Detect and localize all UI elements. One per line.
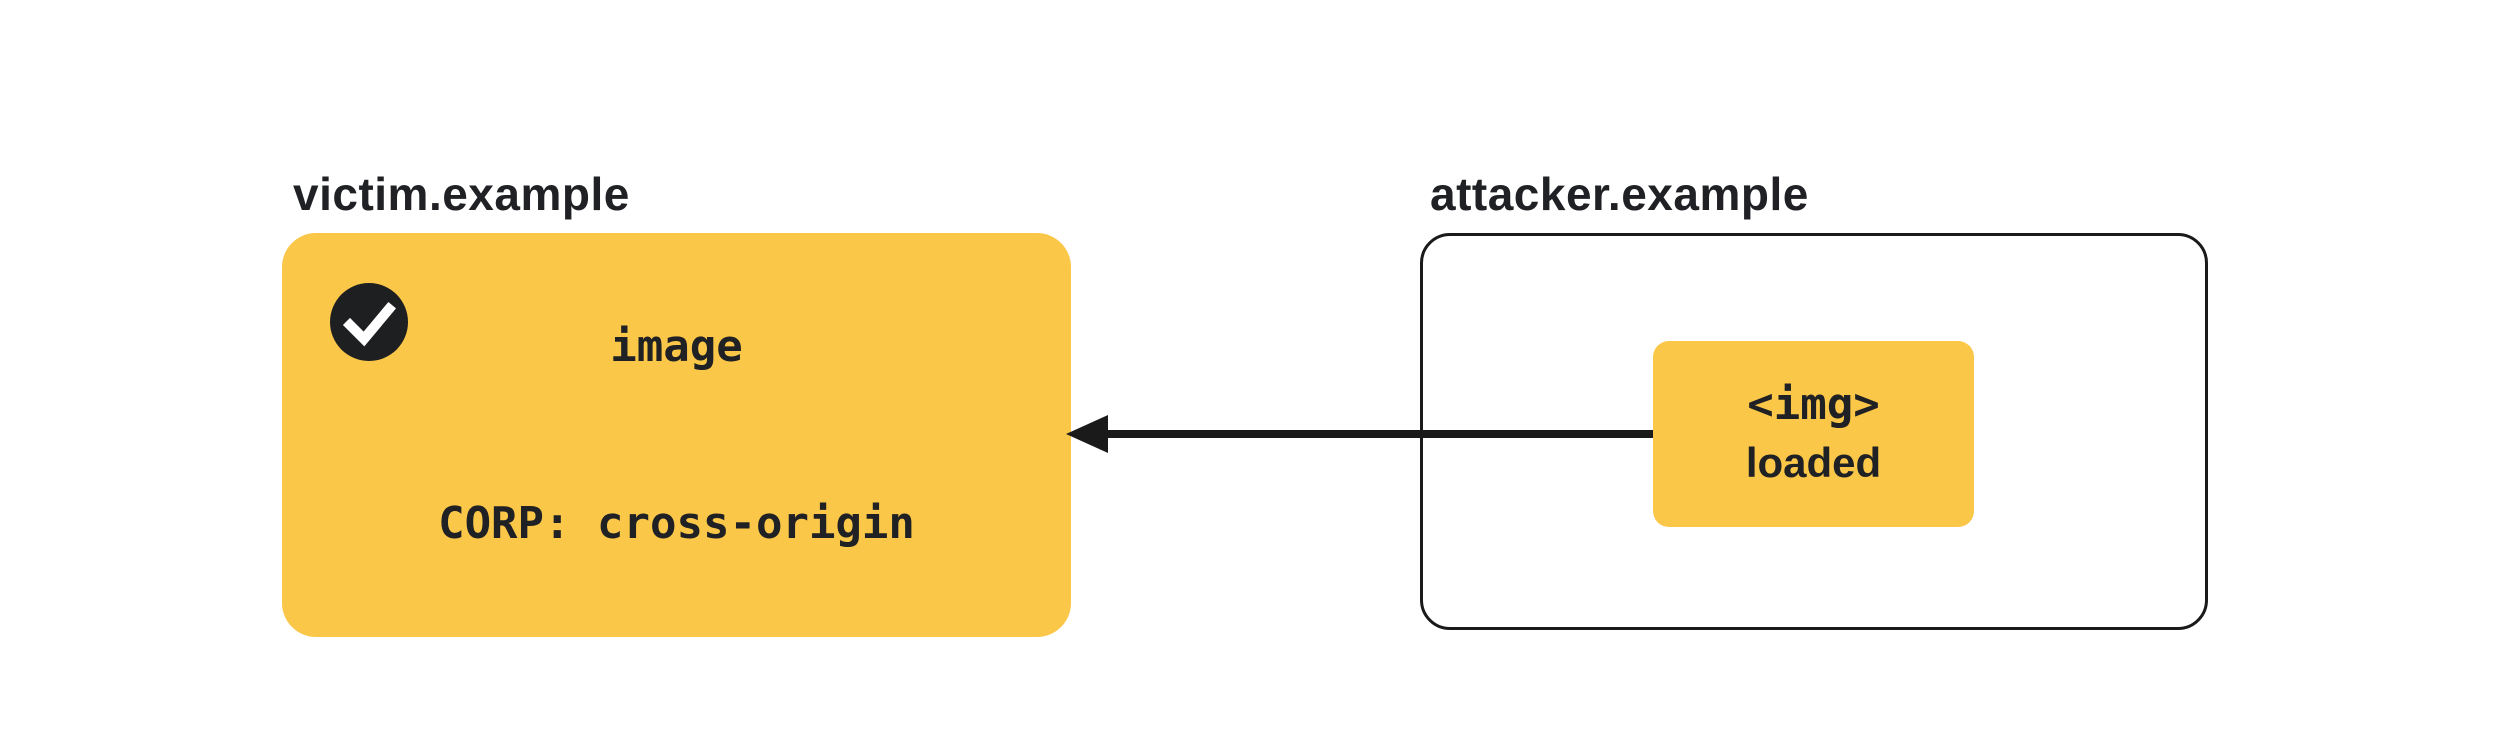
victim-domain-label: victim.example — [293, 168, 630, 220]
victim-resource-line2: CORP: cross-origin — [438, 498, 915, 549]
victim-resource-text: image CORP: cross-origin — [438, 199, 915, 671]
img-embed-chip: <img> loaded — [1653, 341, 1974, 527]
victim-resource-line1: image — [610, 321, 743, 372]
checkmark-icon — [330, 283, 408, 361]
victim-box: image CORP: cross-origin — [282, 233, 1071, 637]
img-loaded-text: loaded — [1745, 439, 1882, 486]
img-tag-text: <img> — [1747, 379, 1880, 430]
attacker-domain-label: attacker.example — [1430, 168, 1809, 220]
